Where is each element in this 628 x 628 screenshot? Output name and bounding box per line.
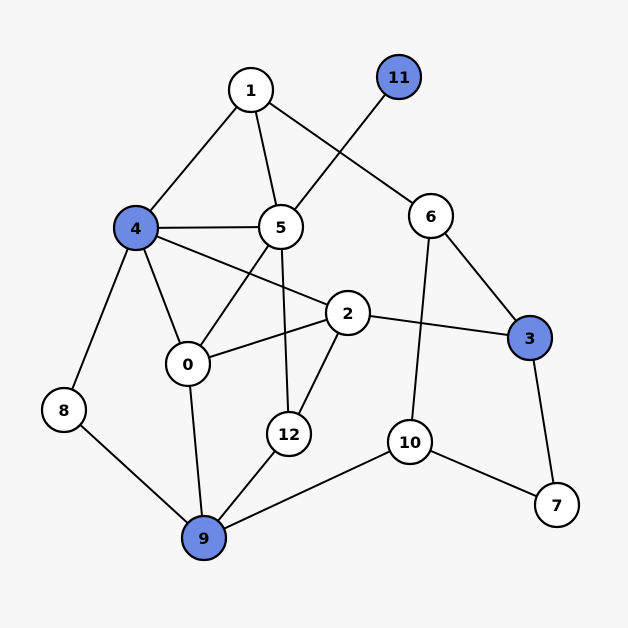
graph-edge-2-3 (347, 312, 531, 339)
graph-node-1[interactable]: 1 (227, 66, 275, 114)
graph-node-circle-0[interactable] (164, 340, 212, 388)
graph-edge-4-8 (63, 227, 137, 411)
graph-node-circle-2[interactable] (324, 289, 372, 337)
graph-edge-5-0 (187, 226, 282, 365)
graph-edge-0-9 (187, 363, 205, 539)
graph-node-7[interactable]: 7 (533, 481, 581, 529)
graph-edge-4-5 (135, 226, 282, 229)
graph-node-3[interactable]: 3 (506, 314, 554, 362)
graph-node-circle-10[interactable] (386, 418, 434, 466)
graph-edge-8-9 (63, 409, 205, 539)
graph-node-circle-7[interactable] (533, 481, 581, 529)
graph-node-12[interactable]: 12 (265, 410, 313, 458)
graph-node-5[interactable]: 5 (257, 203, 305, 251)
graph-edge-9-10 (203, 441, 411, 539)
graph-node-0[interactable]: 0 (164, 340, 212, 388)
graph-edge-6-10 (409, 215, 432, 443)
graph-node-circle-5[interactable] (257, 203, 305, 251)
graph-node-9[interactable]: 9 (180, 514, 228, 562)
graph-edge-4-0 (135, 227, 189, 365)
graph-edge-5-12 (280, 226, 290, 435)
graph-node-6[interactable]: 6 (407, 192, 455, 240)
graph-node-circle-1[interactable] (227, 66, 275, 114)
edge-layer (63, 76, 558, 539)
graph-edge-5-11 (280, 76, 400, 228)
graph-edge-3-7 (529, 337, 558, 506)
graph-node-4[interactable]: 4 (112, 204, 160, 252)
graph-node-circle-12[interactable] (265, 410, 313, 458)
graph-edge-1-4 (135, 89, 252, 229)
graph-node-circle-4[interactable] (112, 204, 160, 252)
graph-edge-0-2 (187, 312, 349, 365)
graph-edge-10-7 (409, 441, 558, 506)
graph-edge-4-2 (135, 227, 349, 314)
graph-node-8[interactable]: 8 (40, 386, 88, 434)
graph-node-10[interactable]: 10 (386, 418, 434, 466)
graph-edge-1-5 (250, 89, 282, 228)
graph-edge-1-6 (250, 89, 432, 217)
graph-node-circle-8[interactable] (40, 386, 88, 434)
graph-node-2[interactable]: 2 (324, 289, 372, 337)
graph-edge-6-3 (430, 215, 531, 339)
graph-node-circle-9[interactable] (180, 514, 228, 562)
graph-node-circle-3[interactable] (506, 314, 554, 362)
graph-node-11[interactable]: 11 (375, 53, 423, 101)
graph-node-circle-11[interactable] (375, 53, 423, 101)
graph-node-circle-6[interactable] (407, 192, 455, 240)
